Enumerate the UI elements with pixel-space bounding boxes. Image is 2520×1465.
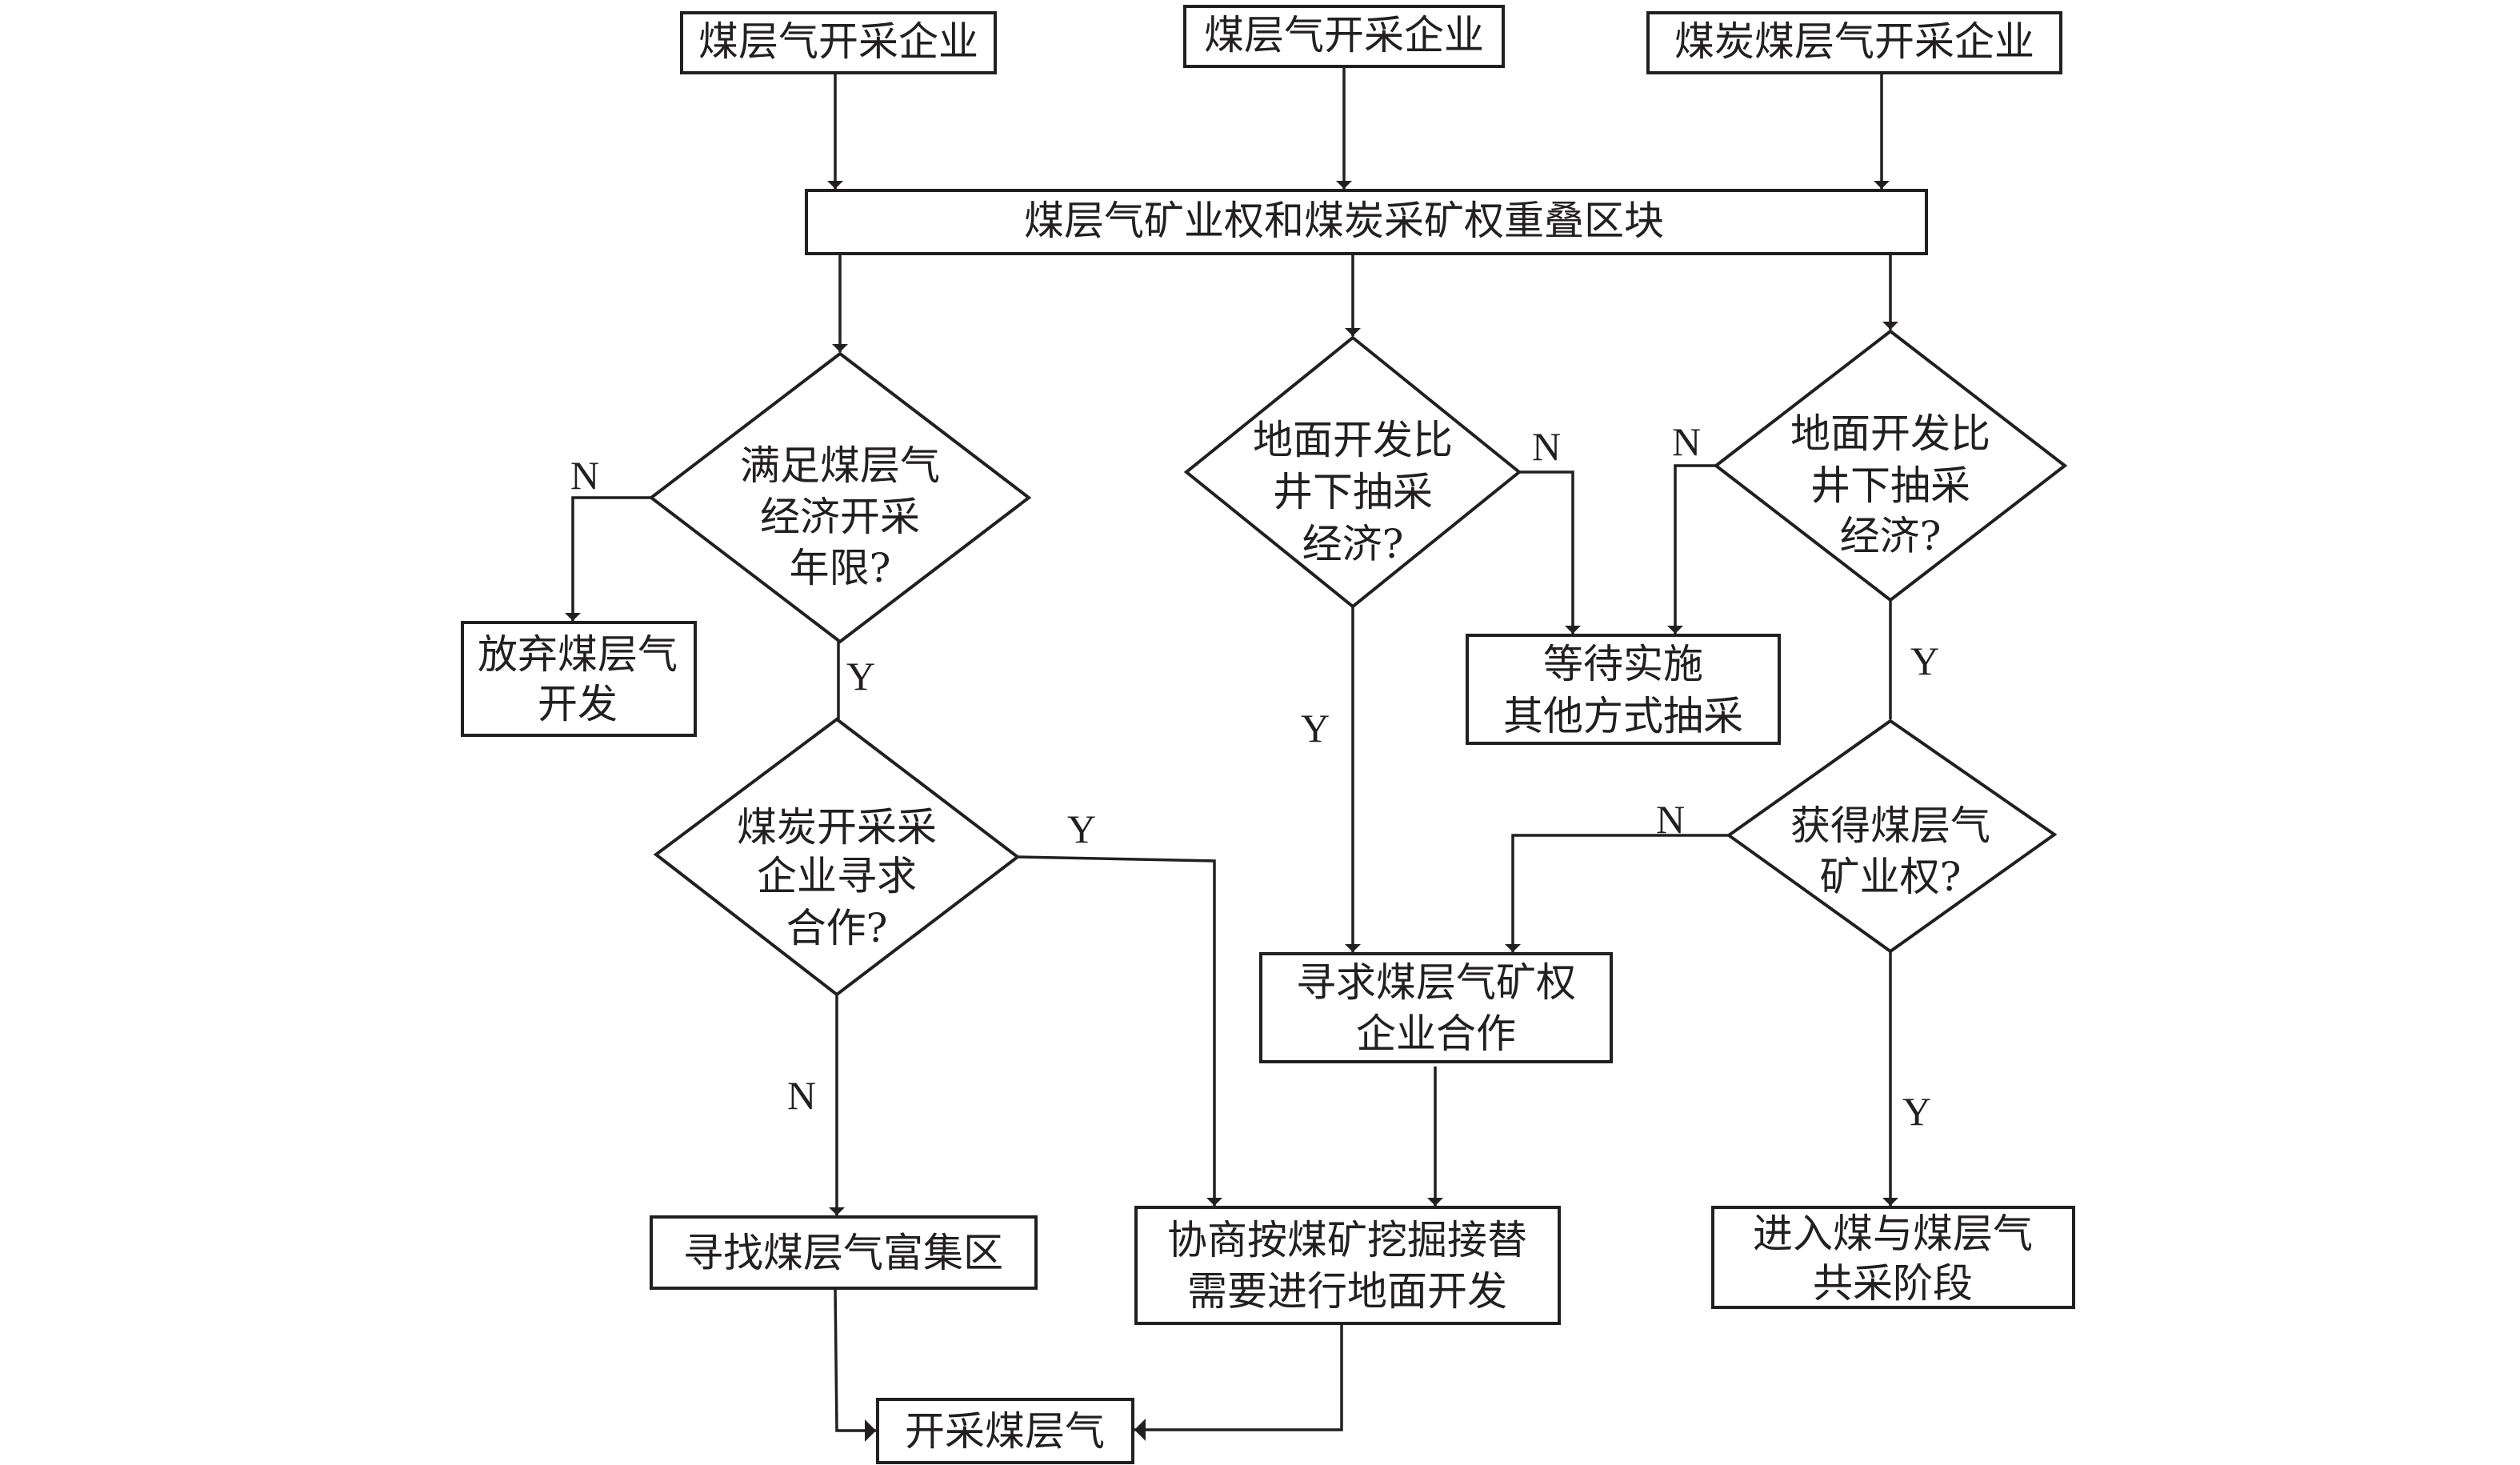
node-src2: 煤层气开采企业 <box>1183 5 1505 68</box>
node-d1: 满足煤层气 经济开采 年限? <box>648 351 1032 644</box>
node-label: 放弃煤层气 <box>478 631 678 678</box>
node-label: 煤炭开采采 <box>737 804 937 851</box>
label-d2-no: N <box>787 1073 816 1118</box>
node-src1: 煤层气开采企业 <box>680 11 997 74</box>
edge-d3-wait <box>1519 470 1581 634</box>
node-label: 进入煤与煤层气 <box>1753 1211 2033 1257</box>
edge-d4-wait <box>1667 464 1716 634</box>
node-label: 经济开采 <box>760 494 920 540</box>
node-label: 寻找煤层气富集区 <box>683 1230 1003 1276</box>
edge-d5-seek <box>1505 834 1729 952</box>
label-d2-yes: Y <box>1067 807 1096 851</box>
node-cojoint: 进入煤与煤层气 共采阶段 <box>1711 1206 2075 1309</box>
node-abandon: 放弃煤层气 开发 <box>461 621 697 737</box>
edge-d1-abandon <box>565 496 651 621</box>
node-label: 共采阶段 <box>1813 1260 1973 1307</box>
node-label: 寻求煤层气矿权 <box>1296 959 1576 1006</box>
label-d4-yes: Y <box>1910 638 1939 683</box>
node-label: 满足煤层气 <box>740 442 940 489</box>
edges <box>565 66 1898 1442</box>
label-d3-no: N <box>1532 424 1561 469</box>
edge-d2-negotiate <box>1017 855 1222 1206</box>
node-label: 矿业权? <box>1820 854 1962 900</box>
node-label: 开采煤层气 <box>905 1408 1105 1455</box>
node-label: 经济? <box>1302 521 1404 567</box>
node-label: 井下抽采 <box>1810 462 1970 509</box>
node-overlap: 煤层气矿业权和煤炭采矿权重叠区块 <box>805 189 1928 255</box>
node-label: 煤层气开采企业 <box>698 18 978 65</box>
node-label: 煤炭煤层气开采企业 <box>1674 18 2034 65</box>
label-d5-no: N <box>1656 797 1685 842</box>
node-label: 开发 <box>538 681 618 727</box>
node-d4: 地面开发比 井下抽采 经济? <box>1713 329 2068 602</box>
node-label: 经济? <box>1840 513 1942 559</box>
node-wait: 等待实施 其他方式抽采 <box>1466 634 1781 745</box>
node-label: 年限? <box>790 545 891 591</box>
node-label: 需要进行地面开发 <box>1187 1268 1507 1315</box>
node-label: 井下抽采 <box>1273 469 1433 515</box>
node-mine: 开采煤层气 <box>876 1398 1134 1464</box>
node-label: 合作? <box>786 905 888 951</box>
node-label: 获得煤层气 <box>1790 803 1990 849</box>
label-d4-no: N <box>1672 419 1701 464</box>
edge-find-mine <box>834 1287 876 1442</box>
label-d3-yes: Y <box>1301 706 1330 751</box>
node-seek: 寻求煤层气矿权 企业合作 <box>1259 952 1613 1063</box>
node-find: 寻找煤层气富集区 <box>650 1215 1038 1290</box>
label-d5-yes: Y <box>1902 1089 1931 1134</box>
node-d2: 煤炭开采采 企业寻求 合作? <box>653 717 1021 997</box>
node-label: 企业寻求 <box>757 853 917 899</box>
node-label: 等待实施 <box>1543 641 1703 687</box>
node-src3: 煤炭煤层气开采企业 <box>1646 11 2062 74</box>
label-d1-no: N <box>570 453 599 498</box>
node-label: 煤层气开采企业 <box>1204 12 1484 58</box>
node-label: 煤层气矿业权和煤炭采矿权重叠区块 <box>1024 198 1664 244</box>
node-label: 企业合作 <box>1356 1011 1516 1057</box>
label-d1-yes: Y <box>846 654 875 698</box>
node-d5: 获得煤层气 矿业权? <box>1726 718 2058 954</box>
node-negotiate: 协商按煤矿挖掘接替 需要进行地面开发 <box>1134 1206 1561 1325</box>
node-label: 地面开发比 <box>1253 417 1453 463</box>
node-label: 其他方式抽采 <box>1503 693 1743 739</box>
node-d3: 地面开发比 井下抽采 经济? <box>1183 335 1522 609</box>
edge-negotiate-mine <box>1134 1323 1343 1441</box>
node-label: 地面开发比 <box>1790 410 1990 457</box>
branch-labels: N Y Y N N Y N Y N Y <box>570 419 1939 1134</box>
node-label: 协商按煤矿挖掘接替 <box>1167 1217 1527 1263</box>
